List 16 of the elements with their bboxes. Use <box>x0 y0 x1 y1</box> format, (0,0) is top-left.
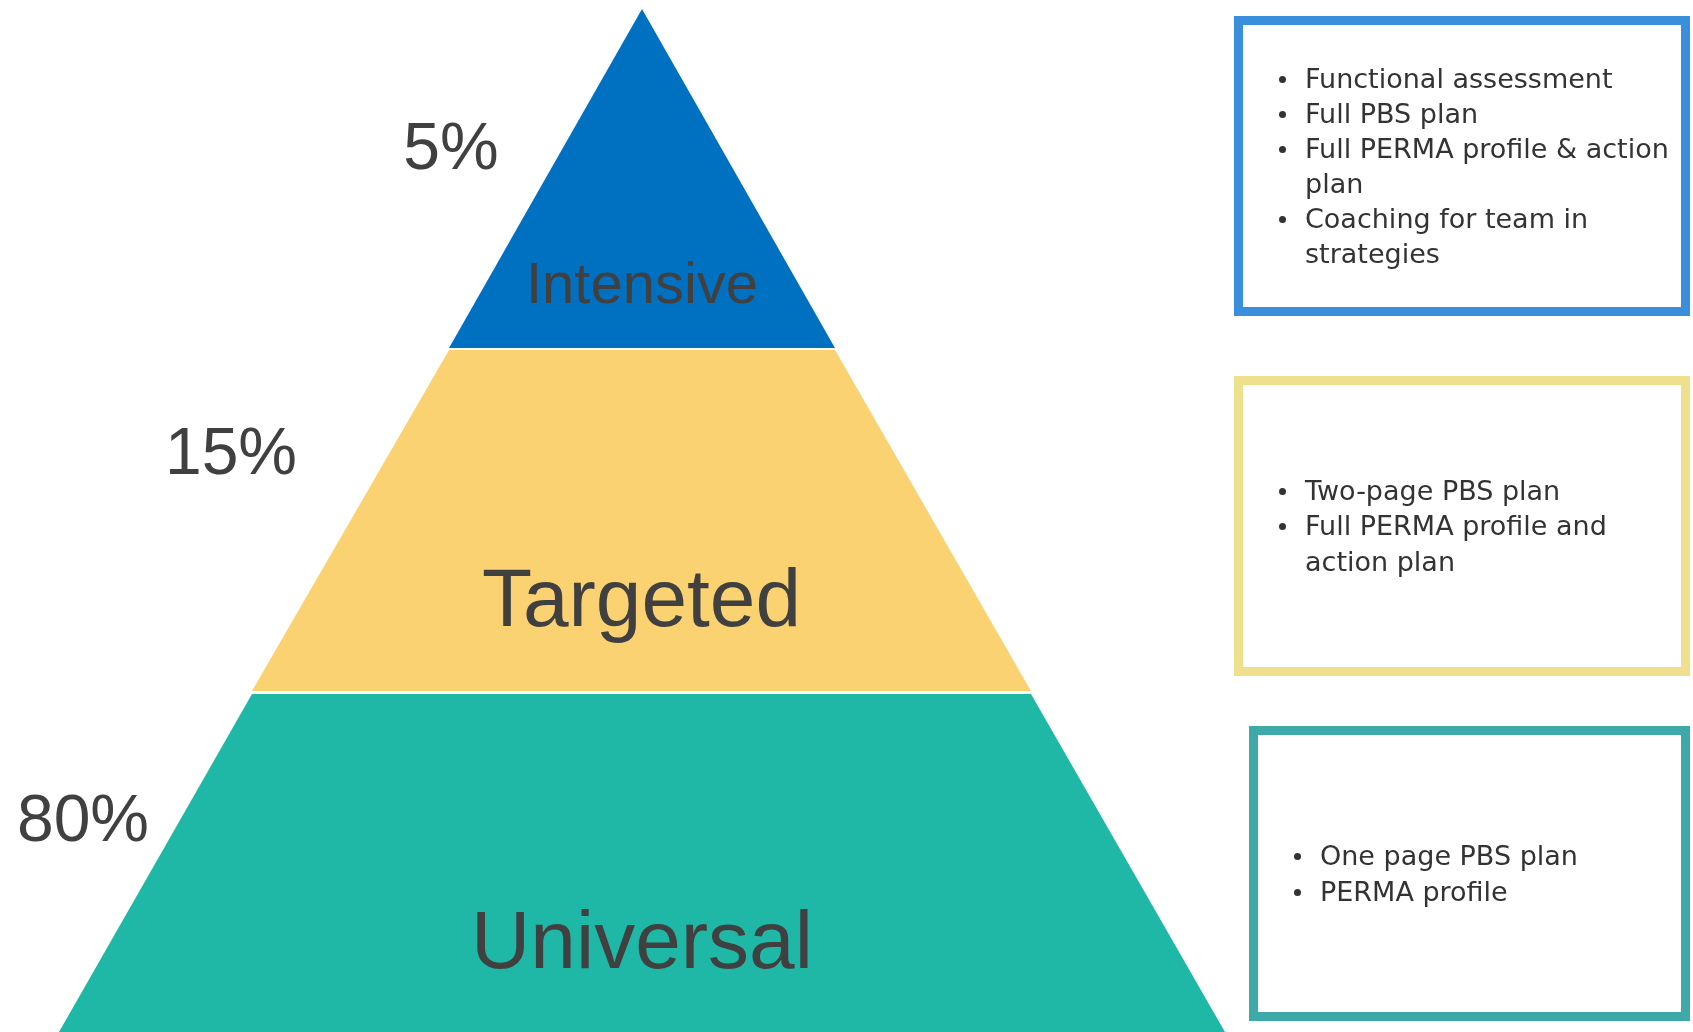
bullet-item: Functional assessment <box>1305 62 1613 94</box>
bullet-list-box <box>1234 376 1690 676</box>
percentage-label: 80% <box>16 785 150 851</box>
percentage-label: 5% <box>403 113 499 179</box>
bullet-item: Coaching for team in strategies <box>1305 203 1589 270</box>
bullet-item: One page PBS plan <box>1320 840 1578 872</box>
bullet-item: PERMA profile <box>1320 875 1508 907</box>
bullet-item: Two-page PBS plan <box>1305 475 1561 507</box>
bullet-item: Full PERMA profile & action plan <box>1305 132 1669 199</box>
bullet-list-box <box>1249 726 1690 1021</box>
bullet-list-box <box>1234 16 1690 316</box>
bullet-item: Full PBS plan <box>1305 97 1479 129</box>
tier-label: Universal <box>470 899 814 981</box>
percentage-label: 15% <box>164 418 298 484</box>
tier-label: Intensive <box>524 254 760 312</box>
bullet-item: Full PERMA profile and action plan <box>1305 510 1607 577</box>
